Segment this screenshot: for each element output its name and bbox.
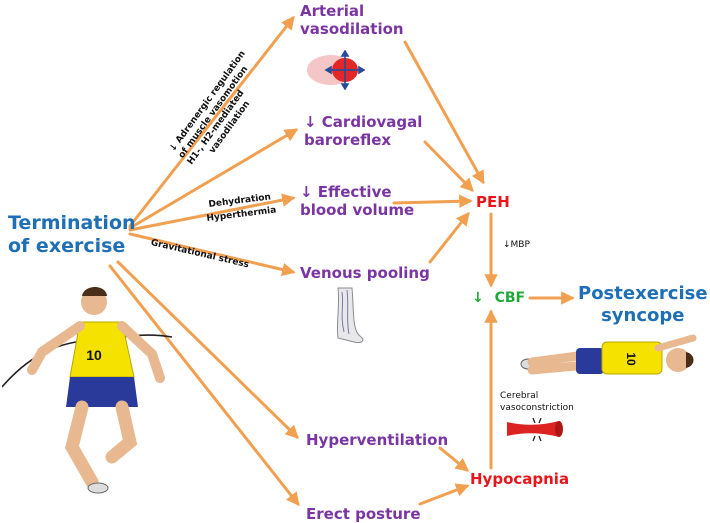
label-mbp: ↓MBP: [503, 240, 530, 250]
cardiovagal-line-2: baroreflex: [304, 131, 392, 149]
edge-arterial-peh: [403, 40, 485, 185]
edge-effective-peh: [392, 194, 473, 209]
syncope-line-2: syncope: [601, 304, 685, 326]
leg-veins-icon: [336, 287, 364, 343]
collapsed-athlete-illustration: 10: [520, 334, 697, 375]
bib-number: 10: [86, 347, 102, 363]
cerebral-line-1: Cerebral: [500, 391, 539, 401]
edge-cardiovagal-peh: [423, 140, 474, 192]
node-erect-posture: Erect posture: [306, 505, 421, 523]
node-cbf: ↓ CBF: [472, 290, 525, 307]
edge-termination-cardiovagal: [128, 128, 299, 230]
edge-hyperventilation-hypocapnia: [438, 446, 470, 472]
arterial-line-1: Arterial: [300, 2, 365, 20]
runner-illustration: 10: [2, 287, 173, 494]
termination-line-2: of exercise: [8, 234, 126, 257]
effective-line-1: ↓ Effective: [300, 183, 392, 201]
node-cardiovagal-baroreflex: ↓ Cardiovagal baroreflex: [304, 113, 422, 149]
edge-termination-venous: [128, 232, 296, 277]
effective-line-2: blood volume: [300, 201, 415, 219]
node-postexercise-syncope: Postexercise syncope: [578, 283, 708, 326]
edge-termination-effective: [128, 193, 296, 232]
edge-termination-erect: [108, 264, 300, 507]
edge-erect-hypocapnia: [418, 483, 470, 506]
dilated-vessel-icon: [307, 50, 365, 90]
node-venous-pooling: Venous pooling: [300, 264, 430, 282]
node-hypocapnia: Hypocapnia: [470, 470, 570, 488]
bib-number-lying: 10: [624, 352, 638, 366]
edge-termination-hyperventilation: [116, 260, 299, 439]
node-hyperventilation: Hyperventilation: [306, 431, 449, 449]
arterial-line-2: vasodilation: [300, 20, 404, 38]
syncope-line-1: Postexercise: [578, 283, 708, 304]
cerebral-line-2: vasoconstriction: [500, 403, 574, 413]
edge-termination-arterial: [128, 15, 295, 228]
node-peh: PEH: [476, 193, 510, 211]
cardiovagal-line-1: ↓ Cardiovagal: [304, 113, 423, 131]
cbf-down-arrow: ↓: [472, 290, 484, 306]
label-cerebral-vasoconstriction: Cerebral vasoconstriction: [500, 390, 574, 414]
node-arterial-vasodilation: Arterial vasodilation: [300, 2, 404, 38]
termination-line-1: Termination: [8, 212, 136, 234]
edge-venous-peh: [428, 211, 470, 264]
node-effective-blood-volume: ↓ Effective blood volume: [300, 183, 414, 219]
cbf-label: CBF: [494, 290, 526, 306]
constricted-vessel-icon: [507, 418, 563, 442]
node-termination-of-exercise: Termination of exercise: [8, 212, 136, 258]
